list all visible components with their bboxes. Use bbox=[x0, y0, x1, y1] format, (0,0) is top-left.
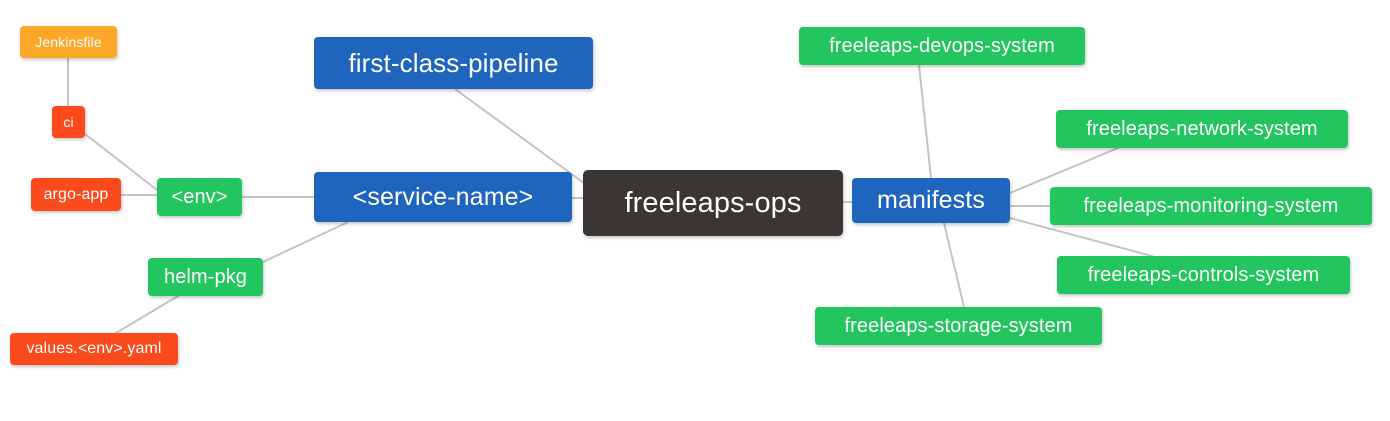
node-label: Jenkinsfile bbox=[35, 34, 102, 50]
node-argo-app[interactable]: argo-app bbox=[31, 178, 121, 211]
node-first-class-pipeline[interactable]: first-class-pipeline bbox=[314, 37, 593, 89]
edge-manifests-to-freeleaps-storage-system bbox=[943, 222, 965, 308]
node-values-env-yaml[interactable]: values.<env>.yaml bbox=[10, 333, 178, 365]
node-label: values.<env>.yaml bbox=[26, 340, 162, 357]
node-label: freeleaps-network-system bbox=[1086, 118, 1318, 140]
edge-service-name-to-helm-pkg bbox=[262, 221, 349, 263]
edge-helm-pkg-to-values-env-yaml bbox=[115, 295, 179, 334]
node-freeleaps-monitoring-system[interactable]: freeleaps-monitoring-system bbox=[1050, 187, 1372, 225]
node-jenkinsfile[interactable]: Jenkinsfile bbox=[20, 26, 117, 58]
node-label: manifests bbox=[877, 186, 985, 214]
node-label: first-class-pipeline bbox=[348, 48, 559, 78]
node-label: <env> bbox=[171, 186, 228, 208]
node-label: freeleaps-ops bbox=[624, 186, 802, 219]
node-label: freeleaps-devops-system bbox=[829, 35, 1055, 57]
node-freeleaps-controls-system[interactable]: freeleaps-controls-system bbox=[1057, 256, 1350, 294]
node-label: helm-pkg bbox=[163, 266, 248, 288]
node-manifests[interactable]: manifests bbox=[852, 178, 1010, 223]
node-label: argo-app bbox=[43, 185, 109, 203]
node-freeleaps-ops[interactable]: freeleaps-ops bbox=[583, 170, 843, 236]
node-service-name[interactable]: <service-name> bbox=[314, 172, 572, 222]
node-helm-pkg[interactable]: helm-pkg bbox=[148, 258, 263, 296]
node-label: freeleaps-storage-system bbox=[844, 315, 1073, 337]
node-label: ci bbox=[63, 114, 74, 130]
node-freeleaps-storage-system[interactable]: freeleaps-storage-system bbox=[815, 307, 1102, 345]
node-freeleaps-network-system[interactable]: freeleaps-network-system bbox=[1056, 110, 1348, 148]
node-freeleaps-devops-system[interactable]: freeleaps-devops-system bbox=[799, 27, 1085, 65]
node-ci[interactable]: ci bbox=[52, 106, 85, 138]
node-label: freeleaps-monitoring-system bbox=[1083, 195, 1339, 217]
node-label: <service-name> bbox=[352, 182, 534, 211]
node-env[interactable]: <env> bbox=[157, 178, 242, 216]
edge-manifests-to-freeleaps-devops-system bbox=[918, 64, 932, 179]
node-label: freeleaps-controls-system bbox=[1087, 264, 1320, 286]
